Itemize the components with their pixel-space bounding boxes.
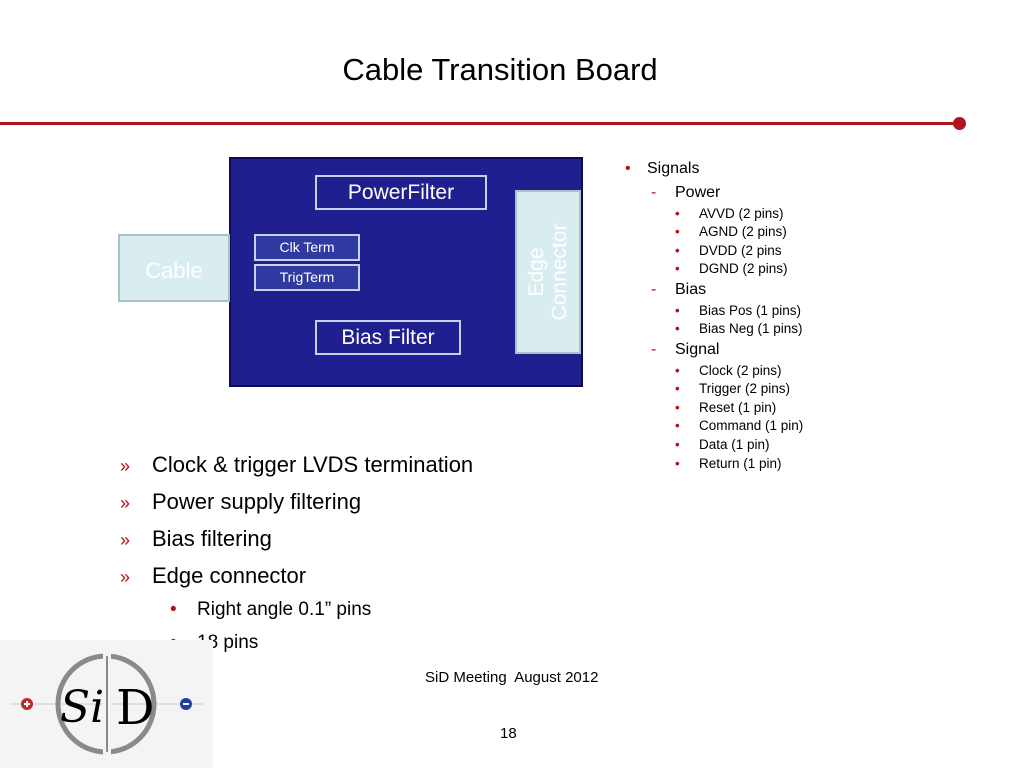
signal-item: •Command (1 pin) xyxy=(675,418,804,433)
chevron-bullet-icon: » xyxy=(120,456,131,476)
sid-logo-graphic: Si D xyxy=(10,652,203,756)
signal-item: •Bias Pos (1 pins) xyxy=(675,303,802,318)
bullet-dot-icon: • xyxy=(675,363,680,378)
bullet-dot-icon: • xyxy=(675,261,680,276)
power-filter-block: PowerFilter xyxy=(315,175,487,210)
chevron-bullet-icon: » xyxy=(120,567,131,587)
feature-item: »Clock & trigger LVDS termination xyxy=(120,452,474,477)
trig-term-block: TrigTerm xyxy=(254,264,360,291)
chevron-bullet-icon: » xyxy=(120,530,131,550)
edge-connector-label: Edge Connector xyxy=(525,224,571,321)
edge-connector-block: Edge Connector xyxy=(515,190,581,354)
bullet-dot-icon: • xyxy=(675,224,680,239)
signal-group-bias: -Bias xyxy=(651,281,707,298)
dash-bullet-icon: - xyxy=(651,341,657,358)
edge-connector-label-line1: Edge xyxy=(525,247,548,297)
bullet-dot-icon: • xyxy=(625,160,631,177)
edge-connector-label-line2: Connector xyxy=(548,223,571,321)
feature-subitem: •Right angle 0.1” pins xyxy=(170,599,372,620)
signal-item: •AVVD (2 pins) xyxy=(675,206,784,221)
feature-item: »Bias filtering xyxy=(120,526,272,551)
logo-d-text: D xyxy=(116,680,154,736)
chevron-bullet-icon: » xyxy=(120,493,131,513)
bullet-dot-icon: • xyxy=(170,599,177,620)
bullet-dot-icon: • xyxy=(675,321,680,336)
bullet-dot-icon: • xyxy=(675,381,680,396)
feature-item: »Edge connector xyxy=(120,563,307,588)
bullet-dot-icon: • xyxy=(675,303,680,318)
title-divider xyxy=(0,122,958,125)
signal-item: •Return (1 pin) xyxy=(675,456,782,471)
page-number: 18 xyxy=(500,725,517,742)
bullet-dot-icon: • xyxy=(675,206,680,221)
bullet-dot-icon: • xyxy=(675,418,680,433)
logo-si-text: Si xyxy=(60,682,104,733)
dash-bullet-icon: - xyxy=(651,184,657,201)
bullet-dot-icon: • xyxy=(675,243,680,258)
bullet-dot-icon: • xyxy=(675,456,680,471)
cable-block: Cable xyxy=(118,234,230,302)
signal-item: •Data (1 pin) xyxy=(675,437,770,452)
bullet-dot-icon: • xyxy=(675,400,680,415)
signal-item: •DVDD (2 pins xyxy=(675,243,782,258)
clk-term-block: Clk Term xyxy=(254,234,360,261)
signal-item: •Bias Neg (1 pins) xyxy=(675,321,803,336)
feature-item: »Power supply filtering xyxy=(120,489,362,514)
bullet-dot-icon: • xyxy=(675,437,680,452)
signal-group-signal: -Signal xyxy=(651,341,720,358)
signal-item: •AGND (2 pins) xyxy=(675,224,787,239)
signal-item: •Trigger (2 pins) xyxy=(675,381,791,396)
divider-end-dot xyxy=(953,117,966,130)
signals-heading: •Signals xyxy=(625,160,700,177)
signal-group-power: -Power xyxy=(651,184,721,201)
signal-item: •Clock (2 pins) xyxy=(675,363,782,378)
bias-filter-block: Bias Filter xyxy=(315,320,461,355)
slide-title: Cable Transition Board xyxy=(342,52,658,87)
signal-item: •DGND (2 pins) xyxy=(675,261,788,276)
footer-text: SiD Meeting August 2012 xyxy=(425,669,599,686)
signal-item: •Reset (1 pin) xyxy=(675,400,777,415)
dash-bullet-icon: - xyxy=(651,281,657,298)
sid-logo: Si D xyxy=(0,640,213,768)
